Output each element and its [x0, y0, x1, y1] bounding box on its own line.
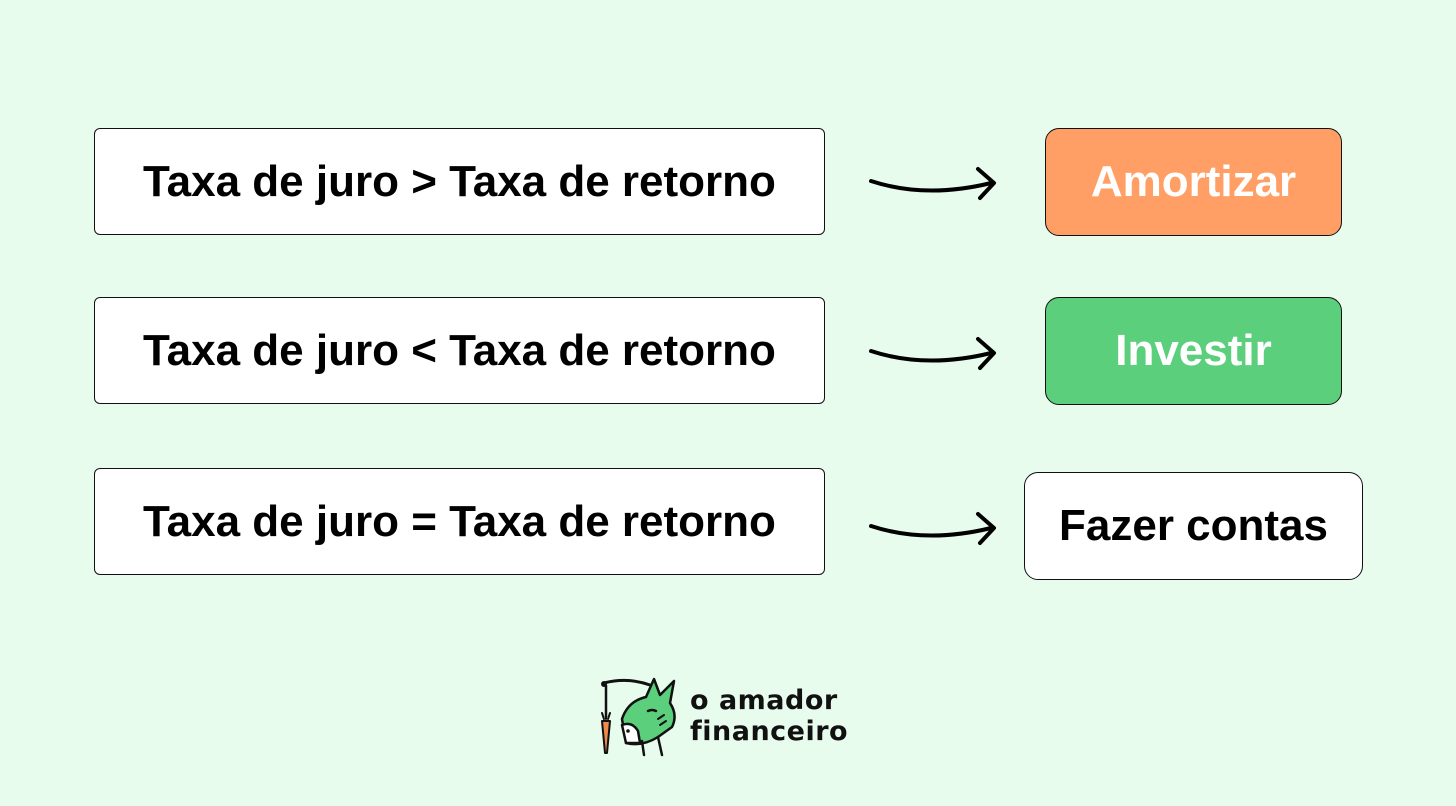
result-text: Fazer contas — [1059, 501, 1328, 550]
brand-wordmark: o amador financeiro — [690, 685, 848, 747]
arrow-icon — [869, 337, 996, 370]
condition-box-greater: Taxa de juro > Taxa de retorno — [94, 128, 825, 235]
condition-box-equal: Taxa de juro = Taxa de retorno — [94, 468, 825, 575]
result-box-amortizar: Amortizar — [1045, 128, 1342, 236]
result-text: Investir — [1115, 326, 1272, 375]
result-text: Amortizar — [1090, 157, 1297, 206]
condition-box-less: Taxa de juro < Taxa de retorno — [94, 297, 825, 404]
condition-text: Taxa de juro < Taxa de retorno — [143, 325, 776, 375]
donkey-carrot-icon — [601, 677, 676, 757]
brand-logo: o amador financeiro — [598, 675, 848, 757]
arrow-icon — [869, 167, 996, 200]
brand-line-1: o amador — [690, 685, 838, 716]
condition-text: Taxa de juro = Taxa de retorno — [143, 496, 776, 546]
result-box-investir: Investir — [1045, 297, 1342, 405]
brand-line-2: financeiro — [690, 716, 849, 747]
arrow-icon — [869, 512, 996, 545]
result-box-fazer-contas: Fazer contas — [1024, 472, 1363, 580]
condition-text: Taxa de juro > Taxa de retorno — [143, 156, 776, 206]
